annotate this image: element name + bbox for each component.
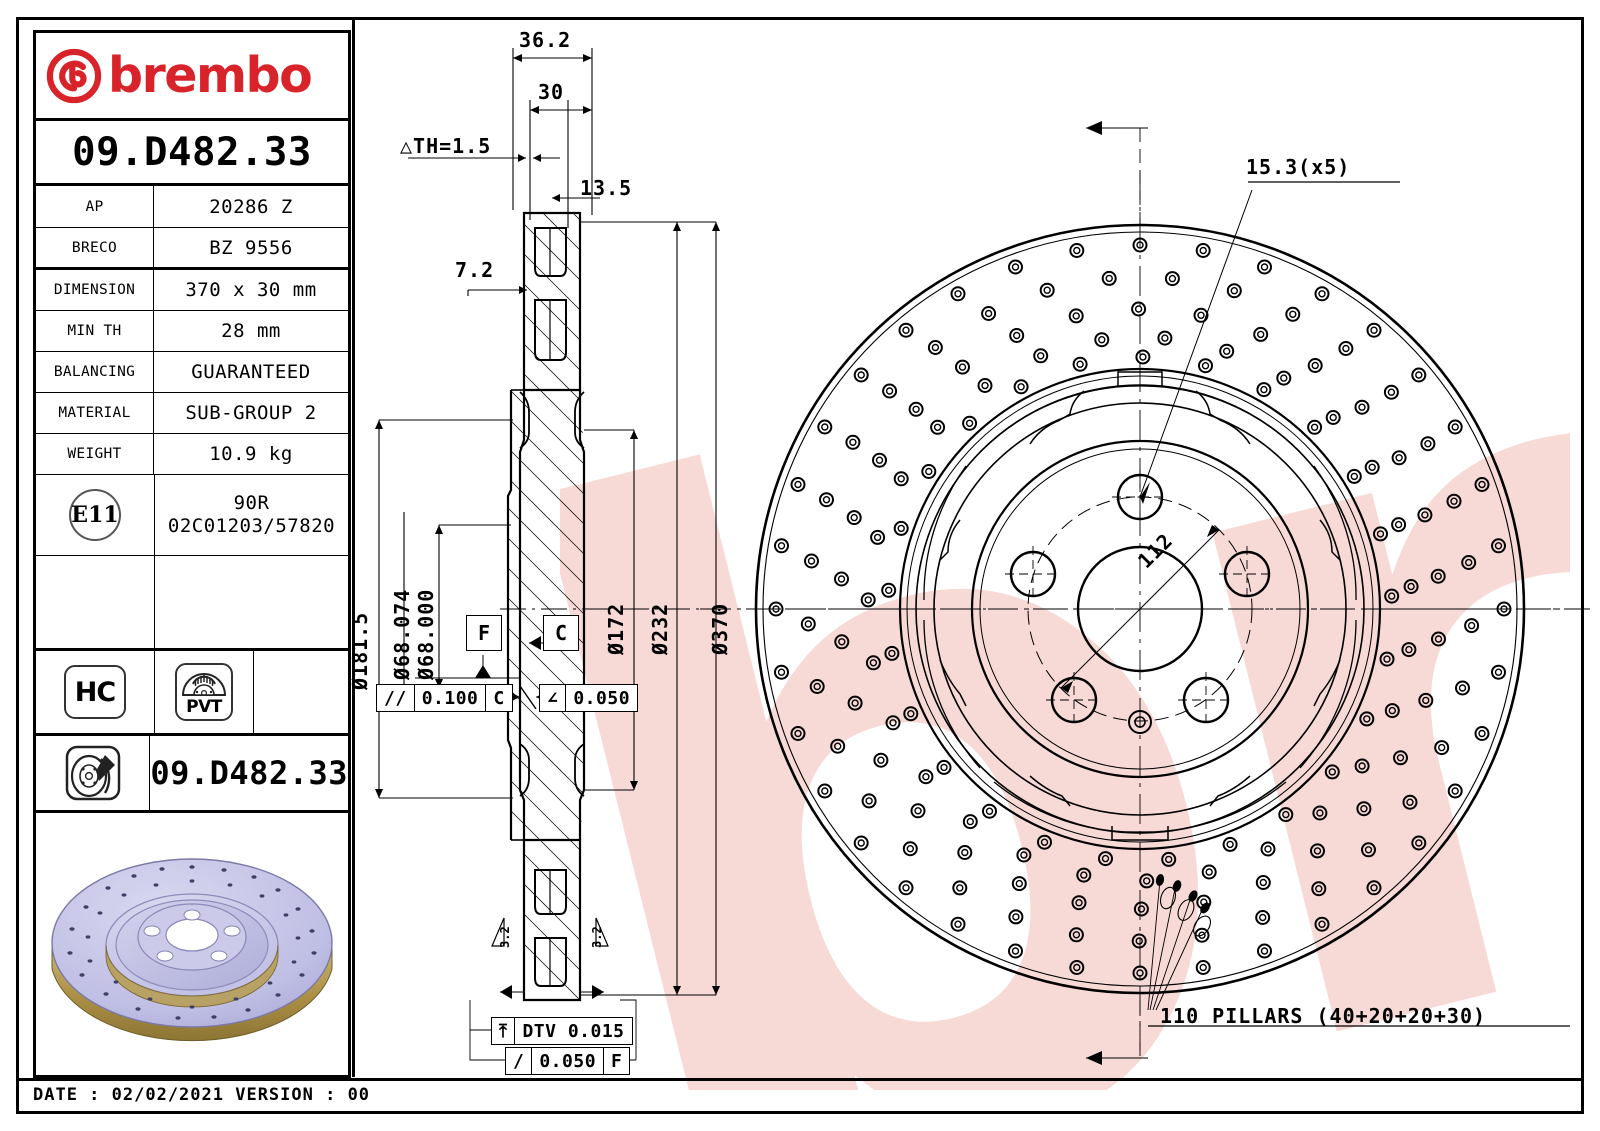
dia-68-074-label: Ø68.074 bbox=[390, 588, 414, 680]
part-code-value: 09.D482.33 bbox=[150, 754, 348, 792]
part-number-header: 09.D482.33 bbox=[36, 121, 348, 186]
homologation-line1: 90R bbox=[233, 492, 270, 515]
table-row-badges: HC PVT bbox=[36, 651, 348, 736]
row-value: 370 x 30 mm bbox=[185, 279, 317, 301]
disc-pad-icon-cell bbox=[36, 736, 151, 810]
brembo-circle-logo-icon bbox=[46, 48, 102, 103]
gdt-symbol: // bbox=[377, 685, 415, 711]
gdt-value: 0.100 bbox=[415, 685, 487, 711]
roughness-left-label: 3.2 bbox=[498, 926, 512, 948]
dim-disc-thickness: 30 bbox=[538, 80, 565, 104]
dim-th-wear-limit: △TH=1.5 bbox=[400, 134, 492, 158]
table-row-weight: WEIGHT 10.9 kg bbox=[36, 434, 348, 475]
homologation-values: 90R 02C01203/57820 bbox=[155, 475, 348, 555]
product-photo bbox=[36, 813, 348, 1075]
row-label: WEIGHT bbox=[36, 434, 154, 474]
row-label: MIN TH bbox=[36, 311, 154, 351]
badge-cell-empty bbox=[254, 651, 348, 733]
pillars-note: 110 PILLARS (40+20+20+30) bbox=[1160, 1004, 1487, 1028]
table-row-breco: BRECO BZ 9556 bbox=[36, 228, 348, 270]
gdt-value: 0.050 bbox=[573, 687, 631, 709]
row-value: 20286 Z bbox=[209, 195, 293, 218]
blank-cell-right bbox=[155, 556, 348, 648]
hc-badge-cell: HC bbox=[36, 651, 155, 733]
dia-232-label: Ø232 bbox=[648, 602, 672, 655]
hc-badge: HC bbox=[64, 665, 126, 719]
gdt-symbol: ∠ bbox=[540, 685, 567, 711]
dia-370-label: Ø370 bbox=[708, 602, 732, 655]
dia-68-000-label: Ø68.000 bbox=[414, 588, 438, 680]
gdt-datum: C bbox=[493, 687, 505, 709]
blank-cell-left bbox=[36, 556, 155, 648]
table-row-dimension: DIMENSION 370 x 30 mm bbox=[36, 270, 348, 311]
sheet-divider-vertical bbox=[352, 17, 355, 1077]
row-label: BALANCING bbox=[36, 352, 154, 392]
parallelism-frame: // 0.100 C bbox=[376, 684, 513, 712]
table-row-ap: AP 20286 Z bbox=[36, 186, 348, 228]
pvt-label: PVT bbox=[186, 697, 222, 717]
datum-f-box: F bbox=[466, 615, 502, 651]
disc-and-pad-icon bbox=[65, 745, 120, 801]
pvt-badge: PVT bbox=[175, 663, 233, 721]
dtv-frame: ⤒ DTV 0.015 bbox=[491, 1017, 633, 1045]
row-value: SUB-GROUP 2 bbox=[185, 402, 317, 424]
row-value: GUARANTEED bbox=[191, 361, 311, 383]
dia-172-label: Ø172 bbox=[604, 602, 628, 655]
footer-text: DATE : 02/02/2021 VERSION : 00 bbox=[33, 1085, 371, 1105]
datum-c-box: C bbox=[543, 615, 579, 651]
dim-offset-7-2: 7.2 bbox=[455, 258, 495, 282]
table-row-material: MATERIAL SUB-GROUP 2 bbox=[36, 393, 348, 434]
brake-disc-pvt-icon bbox=[181, 673, 227, 697]
row-label: AP bbox=[36, 186, 154, 227]
table-row-homologation: E11 90R 02C01203/57820 bbox=[36, 475, 348, 556]
brake-disc-3d-render bbox=[51, 858, 333, 1042]
brembo-wordmark: brembo bbox=[108, 47, 313, 104]
bolt-hole-note: 15.3(x5) bbox=[1246, 155, 1351, 179]
table-row-balancing: BALANCING GUARANTEED bbox=[36, 352, 348, 393]
table-row-min-th: MIN TH 28 mm bbox=[36, 311, 348, 352]
angularity-frame: ∠ 0.050 bbox=[539, 684, 639, 712]
gdt-datum: F bbox=[611, 1050, 623, 1072]
dim-offset-13-5: 13.5 bbox=[580, 176, 633, 200]
table-row-blank bbox=[36, 556, 348, 651]
row-label: MATERIAL bbox=[36, 393, 154, 433]
roughness-right-label: 3.2 bbox=[590, 926, 604, 948]
sheet-divider-footer bbox=[18, 1078, 1582, 1081]
row-value: 10.9 kg bbox=[209, 443, 293, 465]
row-label: BRECO bbox=[36, 228, 154, 267]
pvt-badge-cell: PVT bbox=[155, 651, 254, 733]
row-label: DIMENSION bbox=[36, 270, 154, 310]
dim-overall-width: 36.2 bbox=[519, 28, 572, 52]
homologation-line2: 02C01203/57820 bbox=[167, 515, 336, 537]
spec-table: brembo 09.D482.33 AP 20286 Z BRECO BZ 95… bbox=[33, 30, 351, 1078]
sheet-border bbox=[16, 17, 1584, 1114]
e11-badge-cell: E11 bbox=[36, 475, 155, 555]
table-row-part-code: 09.D482.33 bbox=[36, 736, 348, 813]
brembo-logo: brembo bbox=[36, 33, 348, 121]
gdt-value: 0.050 bbox=[532, 1048, 605, 1074]
e11-badge: E11 bbox=[69, 489, 121, 541]
runout-frame: / 0.050 F bbox=[505, 1047, 631, 1075]
gdt-value: DTV 0.015 bbox=[522, 1020, 625, 1042]
row-value: 28 mm bbox=[221, 320, 281, 342]
gdt-symbol: ⤒ bbox=[492, 1018, 516, 1044]
part-number-value: 09.D482.33 bbox=[72, 129, 312, 175]
row-value: BZ 9556 bbox=[209, 236, 293, 259]
gdt-symbol: / bbox=[506, 1048, 533, 1074]
dia-181-5-label: Ø181.5 bbox=[348, 611, 372, 690]
